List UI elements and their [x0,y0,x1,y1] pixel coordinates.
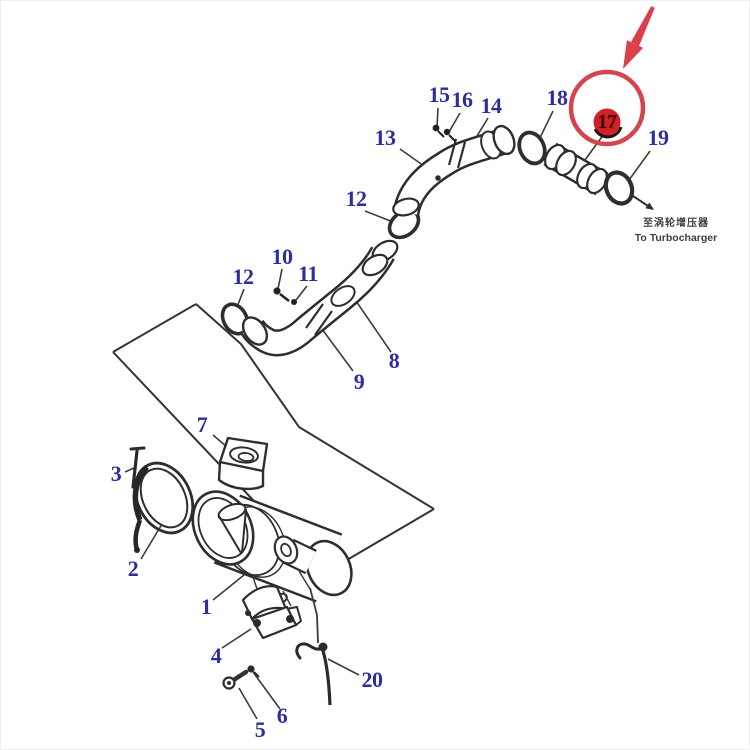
callout-12-upper: 12 [345,186,368,211]
to-turbocharger-annotation: 至涡轮增压器 To Turbocharger [621,217,731,245]
callout-10: 10 [271,244,294,269]
callout-2: 2 [127,556,139,581]
bolt-16-icon [443,128,456,142]
hump-hose-17 [543,142,609,196]
to-turbocharger-arrow-icon [629,193,654,210]
nut-6-icon [247,665,260,678]
hose-8 [240,239,399,357]
callout-8: 8 [388,348,400,373]
callout-1: 1 [200,594,212,619]
annotation-cjk-line: 至涡轮增压器 [643,218,709,229]
callout-18: 18 [546,85,569,110]
callout-9: 9 [353,369,365,394]
filter-cone [217,502,247,554]
wire-rod-20 [295,587,332,706]
bolt-15-icon [432,124,445,138]
bolt-11-icon [291,299,297,305]
callout-12-lower: 12 [232,264,255,289]
o-ring-18 [517,130,547,166]
clamp-14 [447,138,467,169]
rain-cap-7 [217,436,269,491]
air-cleaner-body-1 [191,490,353,604]
band-clamp-2 [132,461,195,553]
bracket-4 [241,585,302,640]
highlight-arrow-icon [623,6,655,69]
callout-15: 15 [428,82,451,107]
callout-5: 5 [254,717,266,742]
o-ring-12-lower [220,302,250,336]
clamp-9 [305,303,333,336]
callout-7: 7 [196,412,208,437]
rod-3 [129,446,146,489]
callout-13: 13 [374,125,397,150]
callout-6: 6 [276,703,288,728]
callout-4: 4 [210,643,222,668]
o-ring-19 [603,170,635,206]
callout-14: 14 [480,93,503,118]
callout-16: 16 [451,87,474,112]
bolt-5-icon [222,669,249,690]
elbow-pipe-13 [392,124,516,217]
callout-20: 20 [361,667,384,692]
outlet-stub [273,535,317,575]
callout-11: 11 [298,261,318,286]
annotation-english-line: To Turbocharger [634,231,718,244]
callout-3: 3 [110,461,122,486]
highlight-circle [568,69,646,147]
callout-19: 19 [647,125,670,150]
bolt-10-icon [273,287,290,303]
highlight-blob-17 [593,108,623,139]
leader-lines [124,107,651,720]
callout-17-highlighted: 17 [597,111,618,133]
